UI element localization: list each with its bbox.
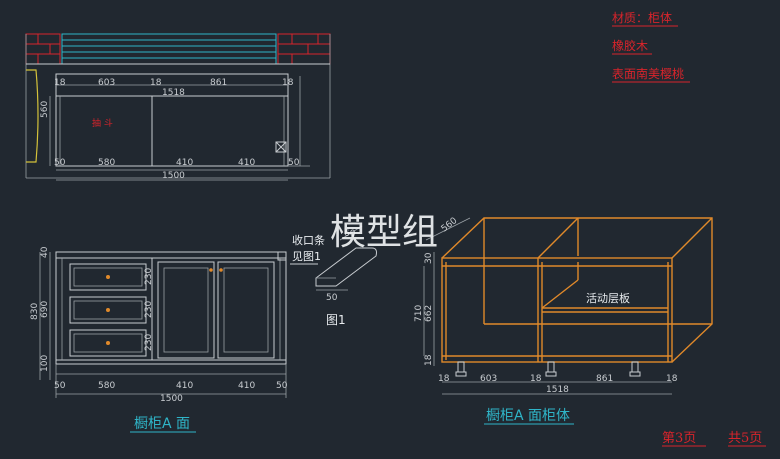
doors (157, 261, 275, 359)
top-bdim-4: 50 (288, 158, 300, 168)
top-dim-2: 18 (150, 78, 162, 88)
top-dim-4: 18 (282, 78, 294, 88)
detail-angle: 60 (344, 229, 356, 239)
body-top-dim: 560 (440, 216, 460, 235)
drawer-dim-1: 230 (144, 301, 154, 318)
drawers (69, 263, 147, 357)
page-total: 共5页 (728, 431, 762, 446)
body-left-dim-2: 662 (424, 305, 434, 322)
wall-hatch-left (25, 33, 61, 65)
front-bdim-0: 50 (54, 381, 66, 391)
front-bdim-4: 50 (276, 381, 288, 391)
body-bdim-1: 603 (480, 374, 497, 384)
front-cabinet-outline (55, 251, 287, 365)
material-notes: 材质：柜体 橡胶木 表面南美樱桃 (612, 11, 690, 83)
detail-caption: 图1 (326, 313, 346, 327)
top-dim-0: 18 (54, 78, 66, 88)
top-bdim-0: 50 (54, 158, 66, 168)
top-total-inner: 1518 (162, 88, 185, 98)
front-left-dim-1: 690 (40, 301, 50, 318)
top-bdim-2: 410 (176, 158, 193, 168)
wall-hatch-right (277, 33, 331, 65)
material-note-2: 表面南美樱桃 (612, 66, 684, 81)
top-cabinet-outline (55, 73, 289, 167)
front-left-dim-2: 830 (30, 303, 40, 320)
front-total: 1500 (160, 394, 183, 404)
front-left-dim-3: 100 (40, 355, 50, 372)
material-note-0: 材质：柜体 (612, 11, 672, 25)
page-number: 第3页 (662, 431, 696, 446)
body-left-dim-1: 710 (414, 305, 424, 322)
top-view: 18 603 18 861 18 1518 560 抽 斗 50 580 410… (25, 33, 331, 181)
body-bdim-3: 861 (596, 374, 613, 384)
body-bdim-2: 18 (530, 374, 542, 384)
shelf-label: 活动层板 (586, 291, 630, 305)
body-left-dim-0: 30 (424, 252, 434, 264)
carcass-front (441, 257, 673, 363)
material-note-1: 橡胶木 (612, 38, 648, 53)
worktop-lines (61, 33, 277, 65)
top-dim-1: 603 (98, 78, 115, 88)
front-left-dim-0: 40 (40, 246, 50, 258)
cabinet-legs (455, 361, 641, 377)
front-bdim-1: 580 (98, 381, 115, 391)
drawer-dim-0: 230 (144, 268, 154, 285)
body-total: 1518 (546, 385, 569, 395)
front-view: 40 690 830 100 230 230 230 50 580 410 41… (30, 246, 288, 433)
front-caption: 橱柜A 面 (134, 416, 190, 432)
body-view: 560 30 710 662 18 活动层板 18 603 18 861 18 … (414, 216, 713, 425)
detail-width: 50 (326, 293, 338, 303)
watermark: 模型组 (330, 212, 438, 253)
body-bdim-0: 18 (438, 374, 450, 384)
top-dim-3: 861 (210, 78, 227, 88)
body-caption: 橱柜A 面柜体 (486, 408, 570, 424)
detail-view: 收口条 见图1 60 50 图1 (290, 225, 377, 327)
top-bdim-3: 410 (238, 158, 255, 168)
top-bdim-1: 580 (98, 158, 115, 168)
body-left-dim-3: 18 (424, 354, 434, 366)
detail-callout-1: 见图1 (292, 250, 321, 263)
drawer-label: 抽 斗 (92, 117, 113, 129)
front-bdim-3: 410 (238, 381, 255, 391)
detail-callout-0: 收口条 (292, 233, 325, 247)
page-info: 第3页 共5页 (662, 431, 766, 447)
top-total: 1500 (162, 171, 185, 181)
drawer-dim-2: 230 (144, 334, 154, 351)
body-bdim-4: 18 (666, 374, 678, 384)
top-height: 560 (40, 101, 50, 118)
front-bdim-2: 410 (176, 381, 193, 391)
